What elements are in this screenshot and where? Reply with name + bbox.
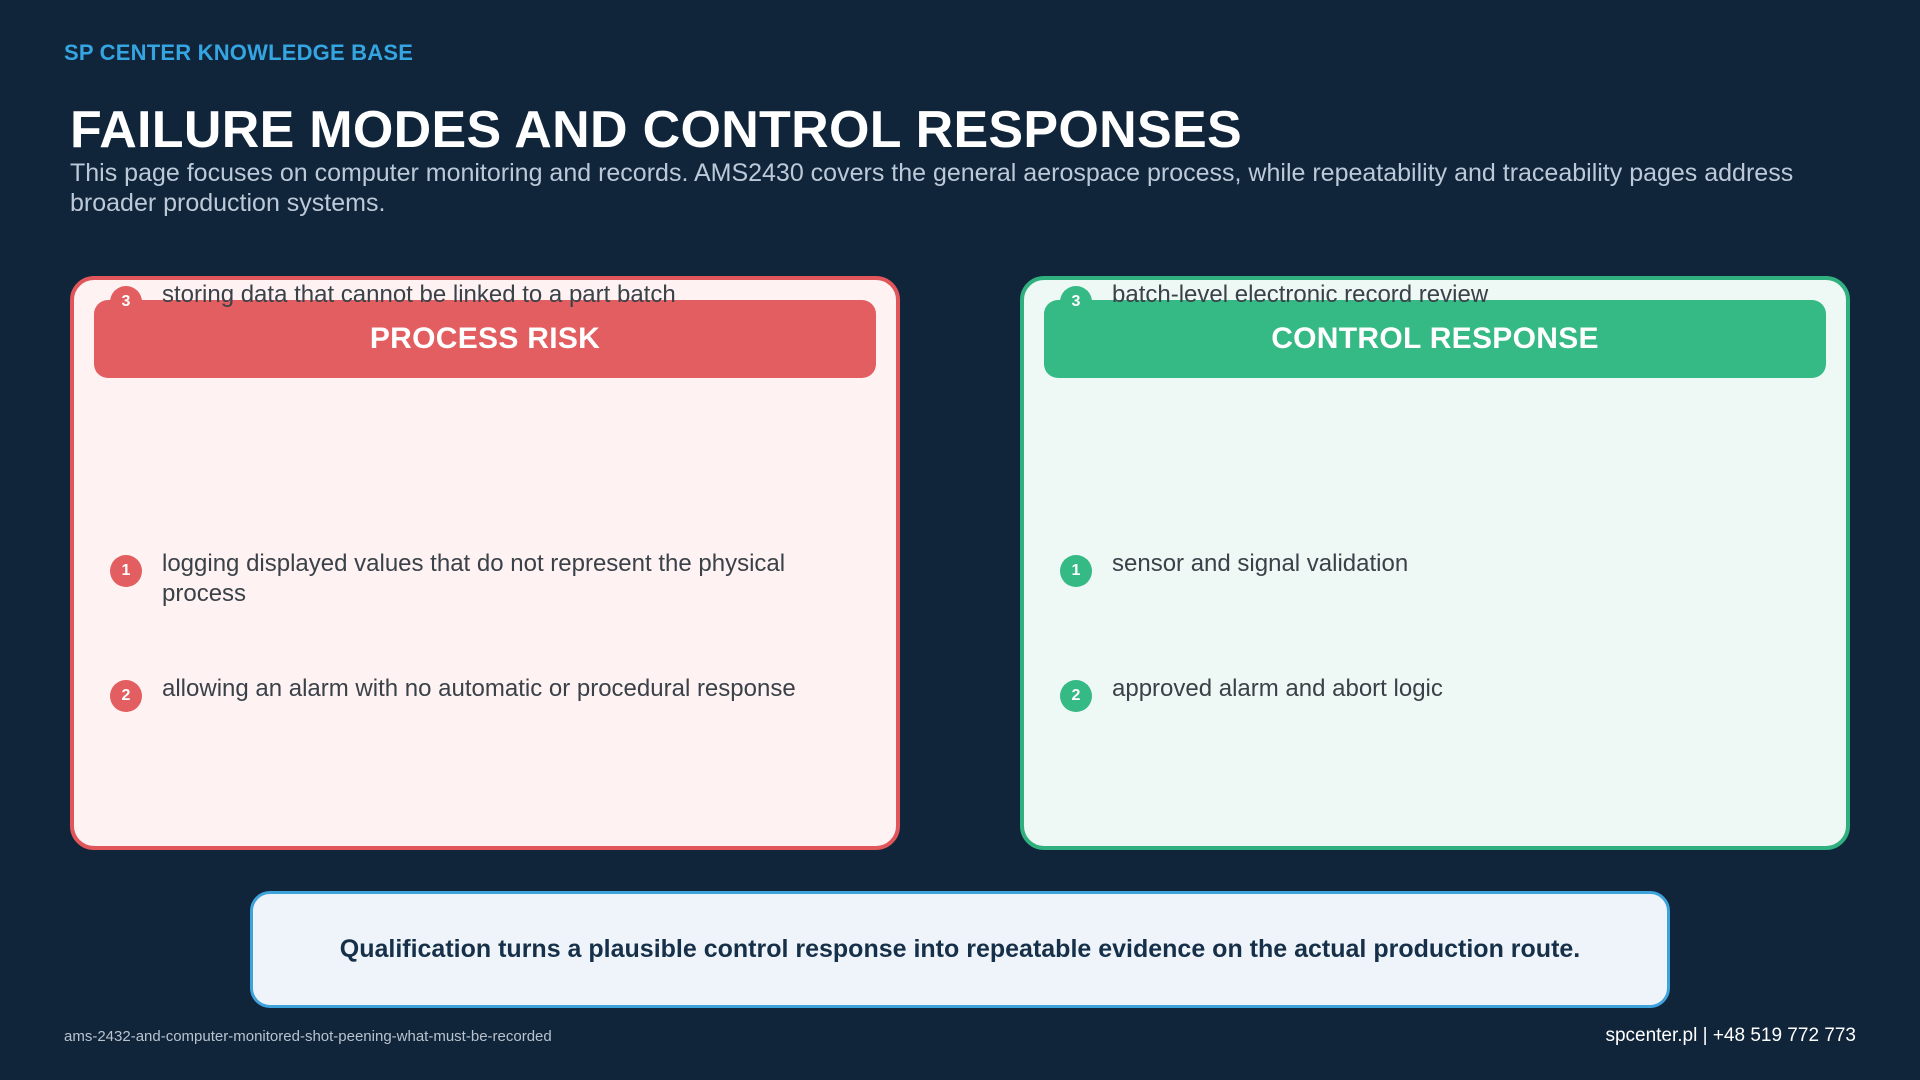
number-badge: 3 — [1060, 286, 1092, 318]
number-badge: 2 — [1060, 680, 1092, 712]
qualification-callout: Qualification turns a plausible control … — [250, 891, 1670, 1008]
process-risk-heading: PROCESS RISK — [94, 300, 876, 378]
page-title: FAILURE MODES AND CONTROL RESPONSES — [70, 101, 1242, 159]
contact-info: spcenter.pl | +48 519 772 773 — [1605, 1025, 1856, 1046]
control-item: 3 batch-level electronic record review — [1060, 280, 1800, 318]
page-subtitle: This page focuses on computer monitoring… — [70, 159, 1794, 217]
number-badge: 3 — [110, 286, 142, 318]
page-slug: ams-2432-and-computer-monitored-shot-pee… — [64, 1028, 552, 1045]
number-badge: 2 — [110, 680, 142, 712]
control-item: 2 approved alarm and abort logic — [1060, 674, 1800, 712]
control-item-text: approved alarm and abort logic — [1112, 675, 1443, 702]
control-item-text: sensor and signal validation — [1112, 550, 1409, 577]
number-badge: 1 — [1060, 555, 1092, 587]
control-item: 1 sensor and signal validation — [1060, 549, 1800, 587]
risk-item-text: allowing an alarm with no automatic or p… — [162, 675, 796, 702]
process-risk-panel: PROCESS RISK 1 logging displayed values … — [70, 276, 900, 850]
risk-item-text: storing data that cannot be linked to a … — [162, 281, 676, 308]
risk-item: 1 logging displayed values that do not r… — [110, 549, 850, 609]
control-response-heading: CONTROL RESPONSE — [1044, 300, 1826, 378]
risk-item: 3 storing data that cannot be linked to … — [110, 280, 850, 318]
risk-item: 2 allowing an alarm with no automatic or… — [110, 674, 850, 712]
control-response-panel: CONTROL RESPONSE 1 sensor and signal val… — [1020, 276, 1850, 850]
control-item-text: batch-level electronic record review — [1112, 281, 1489, 308]
brand-kicker: SP CENTER KNOWLEDGE BASE — [64, 40, 414, 65]
number-badge: 1 — [110, 555, 142, 587]
risk-item-text: logging displayed values that do not rep… — [162, 550, 786, 607]
